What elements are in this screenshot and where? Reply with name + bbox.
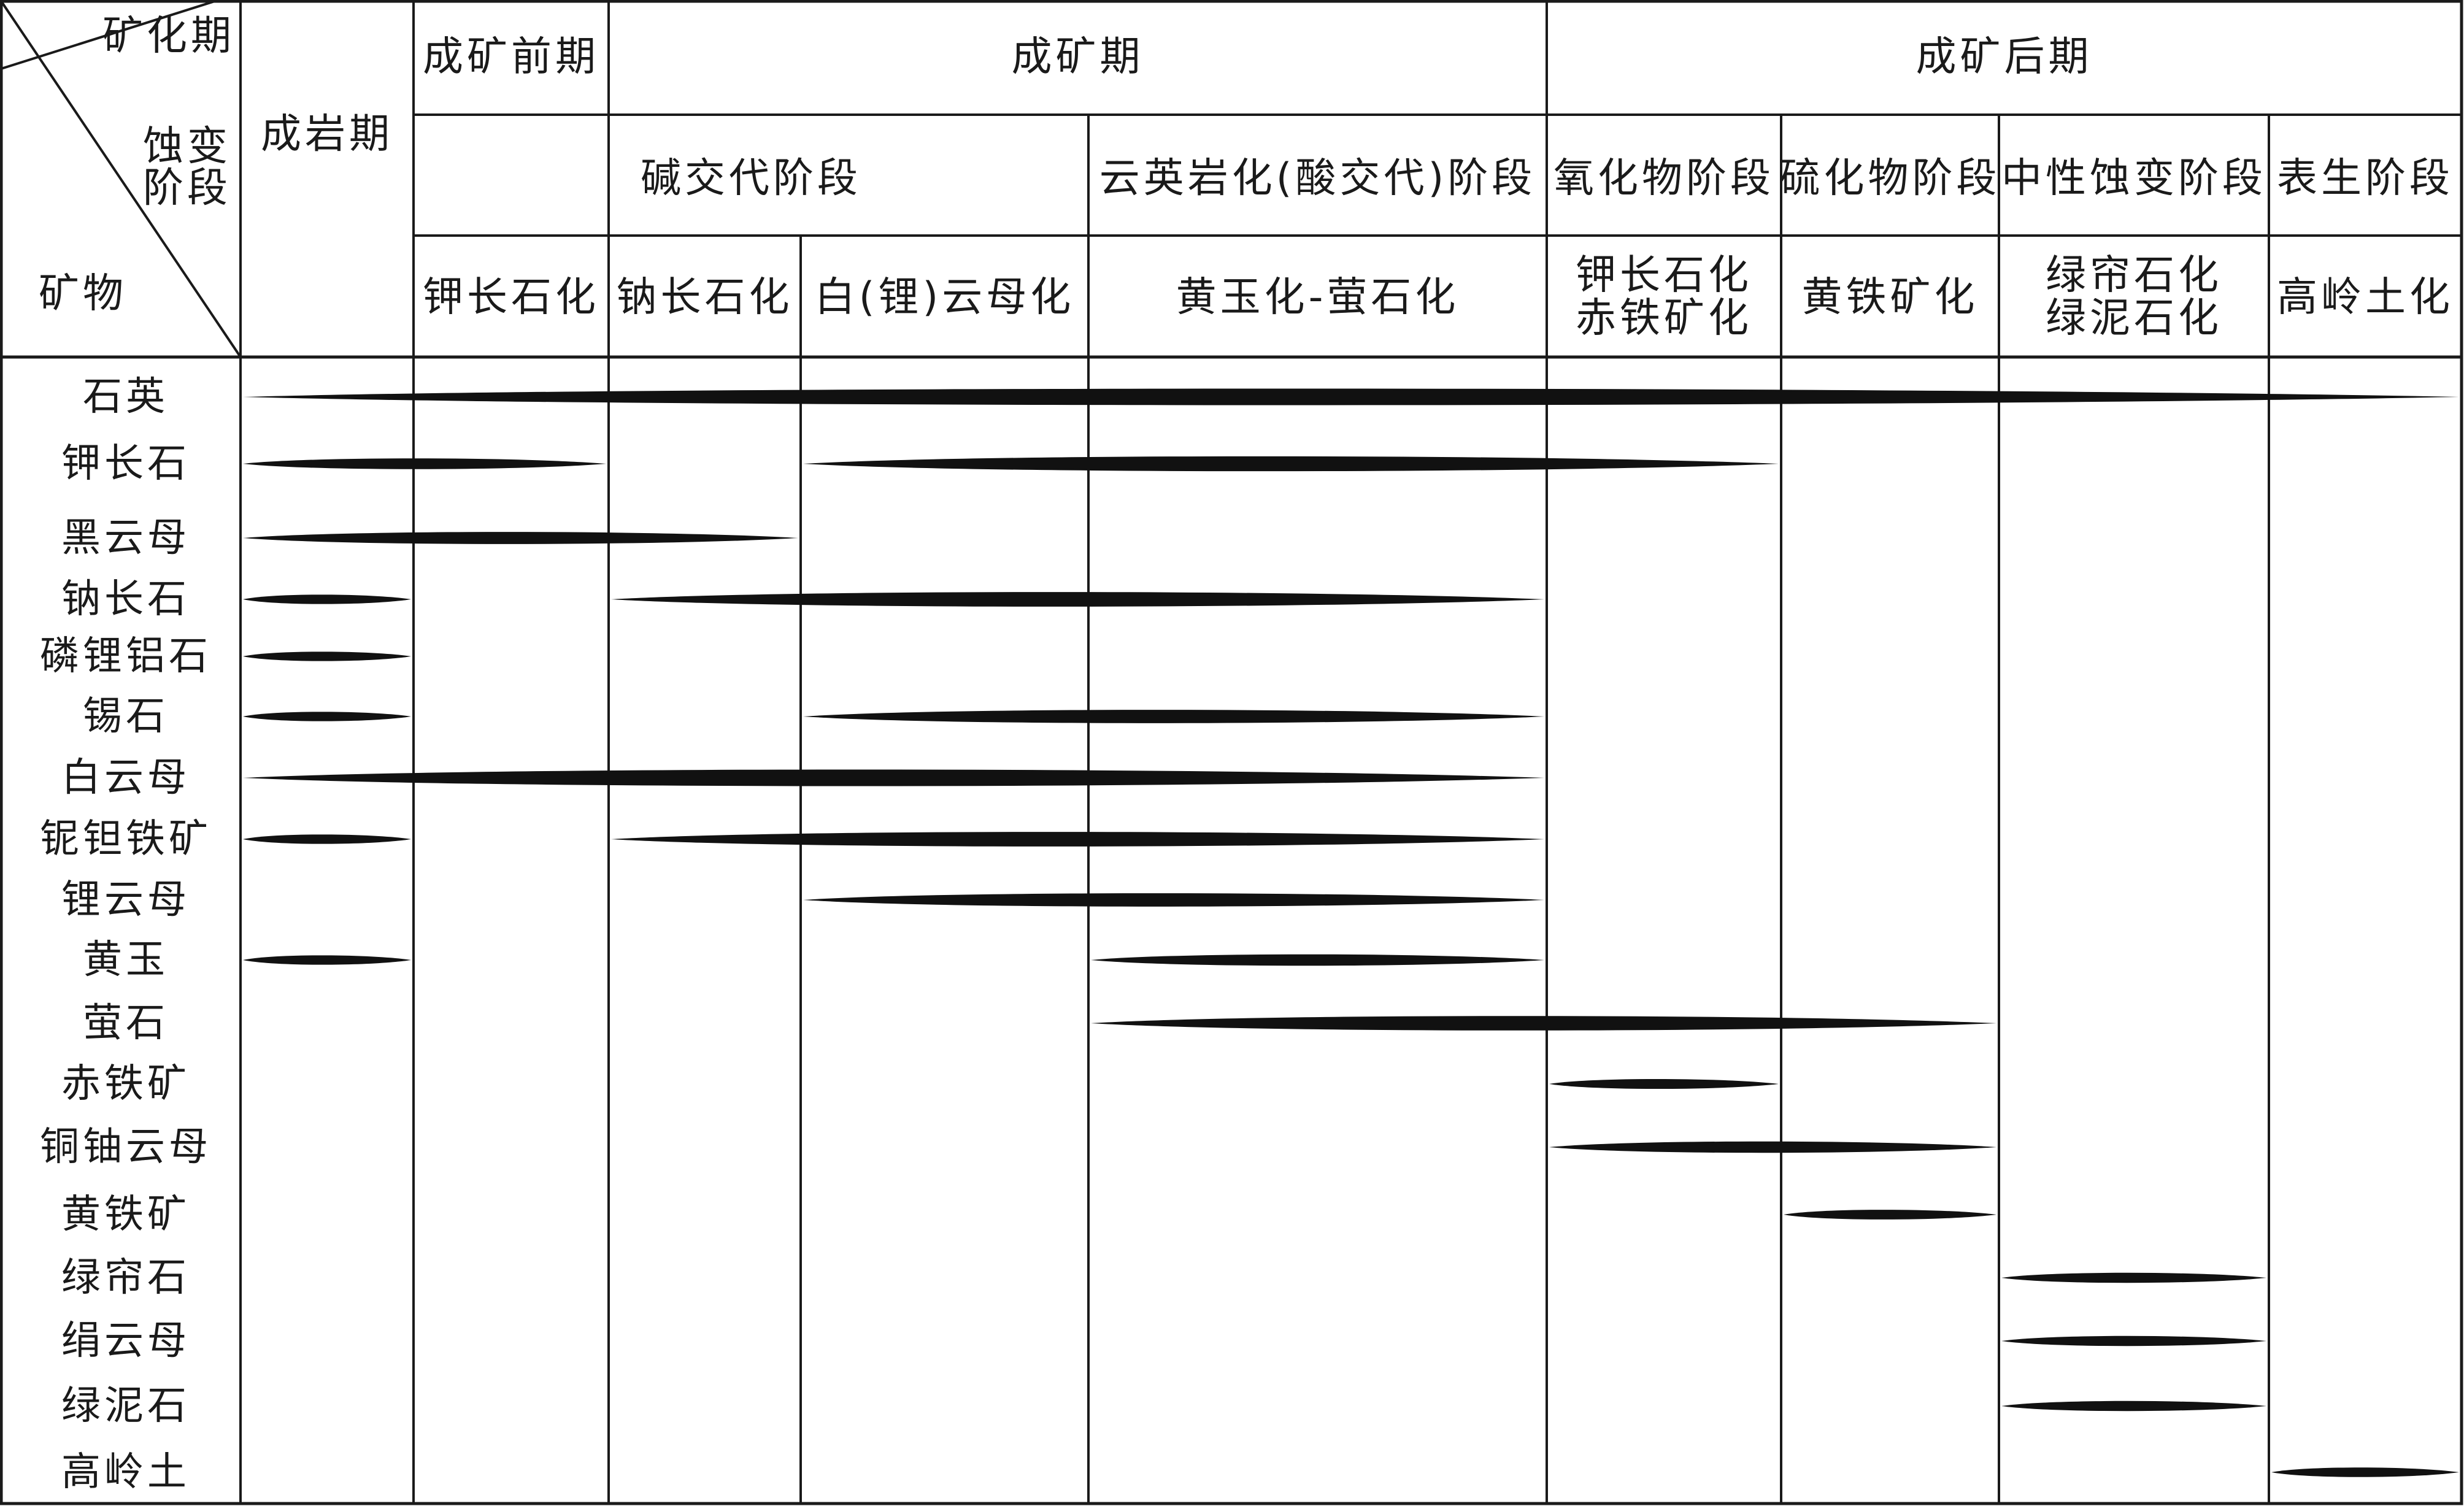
stage-supergene: 表生阶段 (2277, 155, 2454, 202)
alteration-c4: 黄玉化-萤石化 (1176, 274, 1460, 321)
mineral-bar (243, 712, 411, 721)
mineral-bar (243, 532, 798, 544)
alteration-c2: 钠长石化 (617, 274, 793, 321)
mineral-bar (803, 893, 1544, 907)
period-ore: 成矿期 (1012, 33, 1144, 80)
mineral-bars (243, 388, 2459, 1477)
stage-greisen: 云英岩化(酸交代)阶段 (1099, 155, 1536, 202)
mineral-bar (803, 710, 1544, 723)
mineral-label: 绢云母 (61, 1318, 190, 1364)
mineral-label: 钾长石 (61, 441, 190, 486)
mineral-bar (611, 592, 1544, 607)
stage-sulfide: 硫化物阶段 (1780, 155, 2001, 202)
mineral-label: 磷锂铝石 (40, 634, 212, 679)
alteration-c5-line1: 钾长石化 (1576, 252, 1752, 299)
mineral-bar (243, 769, 1544, 786)
mineral-label: 萤石 (83, 1001, 169, 1046)
mineral-bar (1091, 1016, 1996, 1031)
alteration-c6: 黄铁矿化 (1802, 274, 1979, 321)
mineral-label: 白云母 (61, 755, 190, 801)
period-pre-ore: 成矿前期 (423, 33, 599, 80)
corner-diagonal-line (0, 0, 242, 358)
mineral-label: 锡石 (83, 694, 169, 739)
stage-oxide: 氧化物阶段 (1553, 155, 1774, 202)
mineral-label: 锂云母 (61, 877, 190, 923)
mineral-bar (243, 388, 2459, 405)
mineral-label: 黄铁矿 (61, 1192, 190, 1237)
mineral-bar (243, 834, 411, 844)
mineral-bar (243, 594, 411, 604)
mineral-label: 绿帘石 (61, 1255, 190, 1300)
period-post-ore: 成矿后期 (1916, 33, 2093, 80)
mineral-bar (2001, 1272, 2266, 1283)
corner-alteration-label-line2: 阶段 (143, 164, 231, 212)
mineral-label: 铜铀云母 (40, 1124, 212, 1170)
stage-neutral: 中性蚀变阶段 (2001, 155, 2266, 202)
mineral-label: 高岭土 (61, 1450, 190, 1495)
period-diagenetic: 成岩期 (261, 110, 393, 158)
mineral-bar (2001, 1400, 2266, 1412)
mineral-bar (2271, 1467, 2459, 1477)
mineral-bar (611, 832, 1544, 847)
mineral-label: 黄玉 (83, 937, 169, 983)
stage-alkali: 碱交代阶段 (641, 155, 861, 202)
alteration-c1: 钾长石化 (423, 274, 599, 321)
corner-diagonal-line (1, 0, 215, 70)
mineral-bar (1549, 1141, 1996, 1153)
mineral-bar (1784, 1210, 1996, 1220)
alteration-c8: 高岭土化 (2277, 274, 2454, 321)
corner-alteration-label-line1: 蚀变 (143, 123, 231, 170)
mineral-bar (1549, 1078, 1779, 1089)
mineral-bar (1091, 954, 1544, 966)
mineral-label: 石英 (83, 374, 169, 420)
alteration-c5-line2: 赤铁矿化 (1576, 294, 1752, 342)
mineral-bar (803, 456, 1779, 472)
alteration-c7-line2: 绿泥石化 (2046, 294, 2222, 342)
mineral-bar (243, 651, 411, 661)
mineral-label: 钠长石 (61, 577, 190, 622)
mineral-bar (243, 458, 606, 469)
mineral-label: 黑云母 (61, 515, 190, 561)
mineral-bar (243, 955, 411, 965)
mineral-label: 绿泥石 (61, 1383, 190, 1429)
mineral-bar (2001, 1335, 2266, 1347)
mineral-label: 赤铁矿 (61, 1061, 190, 1107)
alteration-c7-line1: 绿帘石化 (2046, 252, 2222, 299)
alteration-c3: 白(锂)云母化 (815, 274, 1075, 321)
mineral-label: 铌钽铁矿 (40, 816, 212, 862)
corner-mineral-label: 矿物 (39, 270, 127, 317)
corner-period-label: 矿化期 (102, 12, 235, 60)
